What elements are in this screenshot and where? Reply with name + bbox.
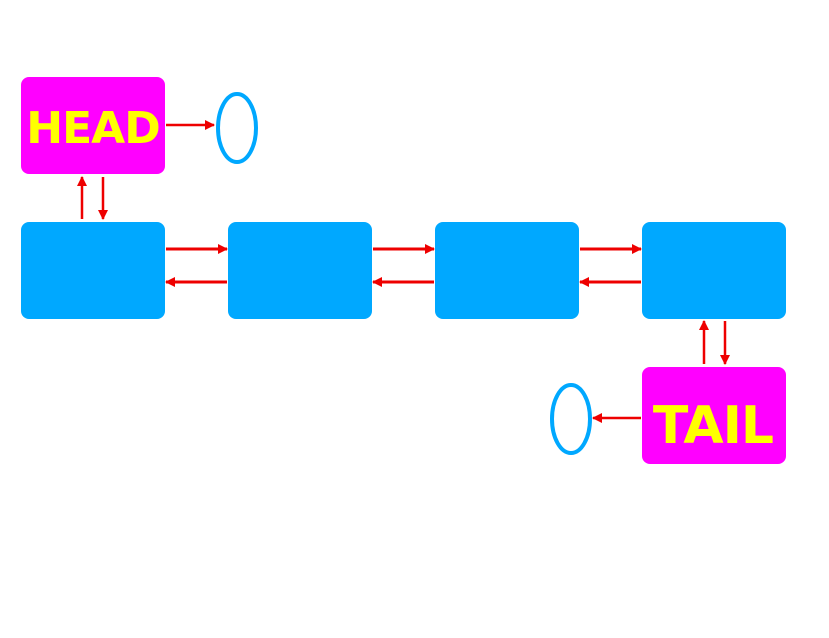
tail-box bbox=[642, 367, 786, 464]
head-label: HEAD bbox=[26, 103, 159, 154]
head-box bbox=[21, 77, 165, 174]
list-node-3 bbox=[435, 222, 579, 319]
tail-label: TAIL bbox=[653, 396, 773, 456]
list-node-4 bbox=[642, 222, 786, 319]
tail-marker: TAIL bbox=[642, 367, 786, 464]
tail-null-circle bbox=[550, 383, 592, 455]
head-marker: HEAD bbox=[21, 77, 165, 174]
head-null-circle bbox=[216, 92, 258, 164]
list-node-1 bbox=[21, 222, 165, 319]
list-node-2 bbox=[228, 222, 372, 319]
